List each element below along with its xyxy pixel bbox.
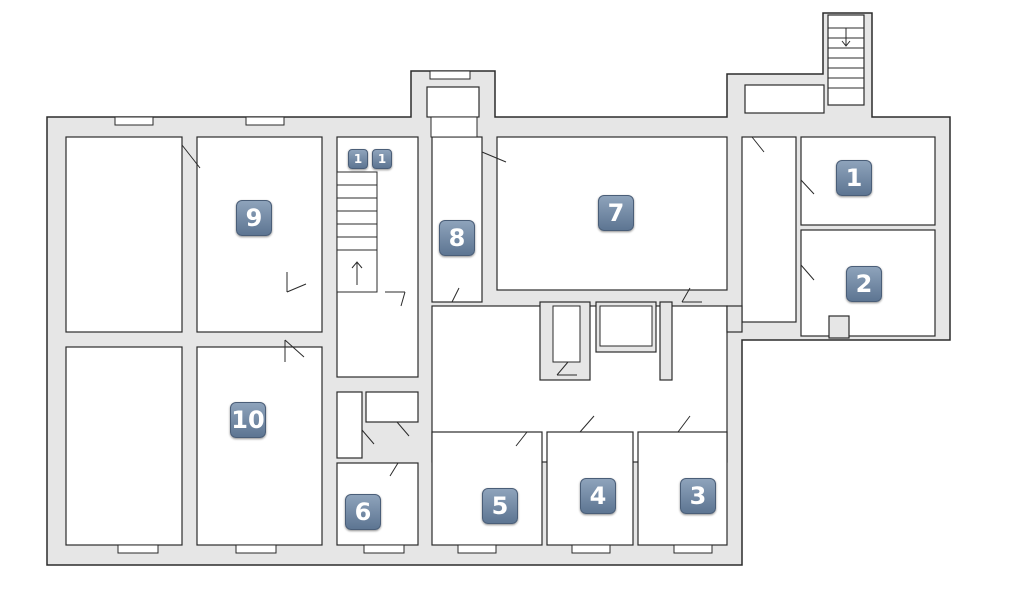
room-badge-9: 9 <box>236 200 272 236</box>
small-badge-b: 1 <box>372 149 392 169</box>
room-badge-3: 3 <box>680 478 716 514</box>
windows <box>114 70 713 554</box>
room-10-area <box>196 346 323 546</box>
room-interiors <box>65 14 936 546</box>
room-left-lower <box>65 346 183 546</box>
top-vestibule <box>426 86 480 118</box>
wc-b <box>365 391 419 423</box>
right-entry <box>744 84 825 114</box>
room-badge-4: 4 <box>580 478 616 514</box>
room-badge-2: 2 <box>846 266 882 302</box>
doors <box>181 136 815 477</box>
room-8-area <box>431 136 483 303</box>
wc-a <box>336 391 363 459</box>
room-badge-10: 10 <box>230 402 266 438</box>
room-badge-7: 7 <box>598 195 634 231</box>
room-left-upper <box>65 136 183 333</box>
stair-main <box>336 171 378 293</box>
room-badge-8: 8 <box>439 220 475 256</box>
room-badge-5: 5 <box>482 488 518 524</box>
stair-exterior <box>828 27 864 89</box>
small-badge-a: 1 <box>348 149 368 169</box>
wall-blocks-inner <box>552 305 653 363</box>
room-badge-6: 6 <box>345 494 381 530</box>
right-corridor <box>741 136 797 323</box>
room-badge-1: 1 <box>836 160 872 196</box>
